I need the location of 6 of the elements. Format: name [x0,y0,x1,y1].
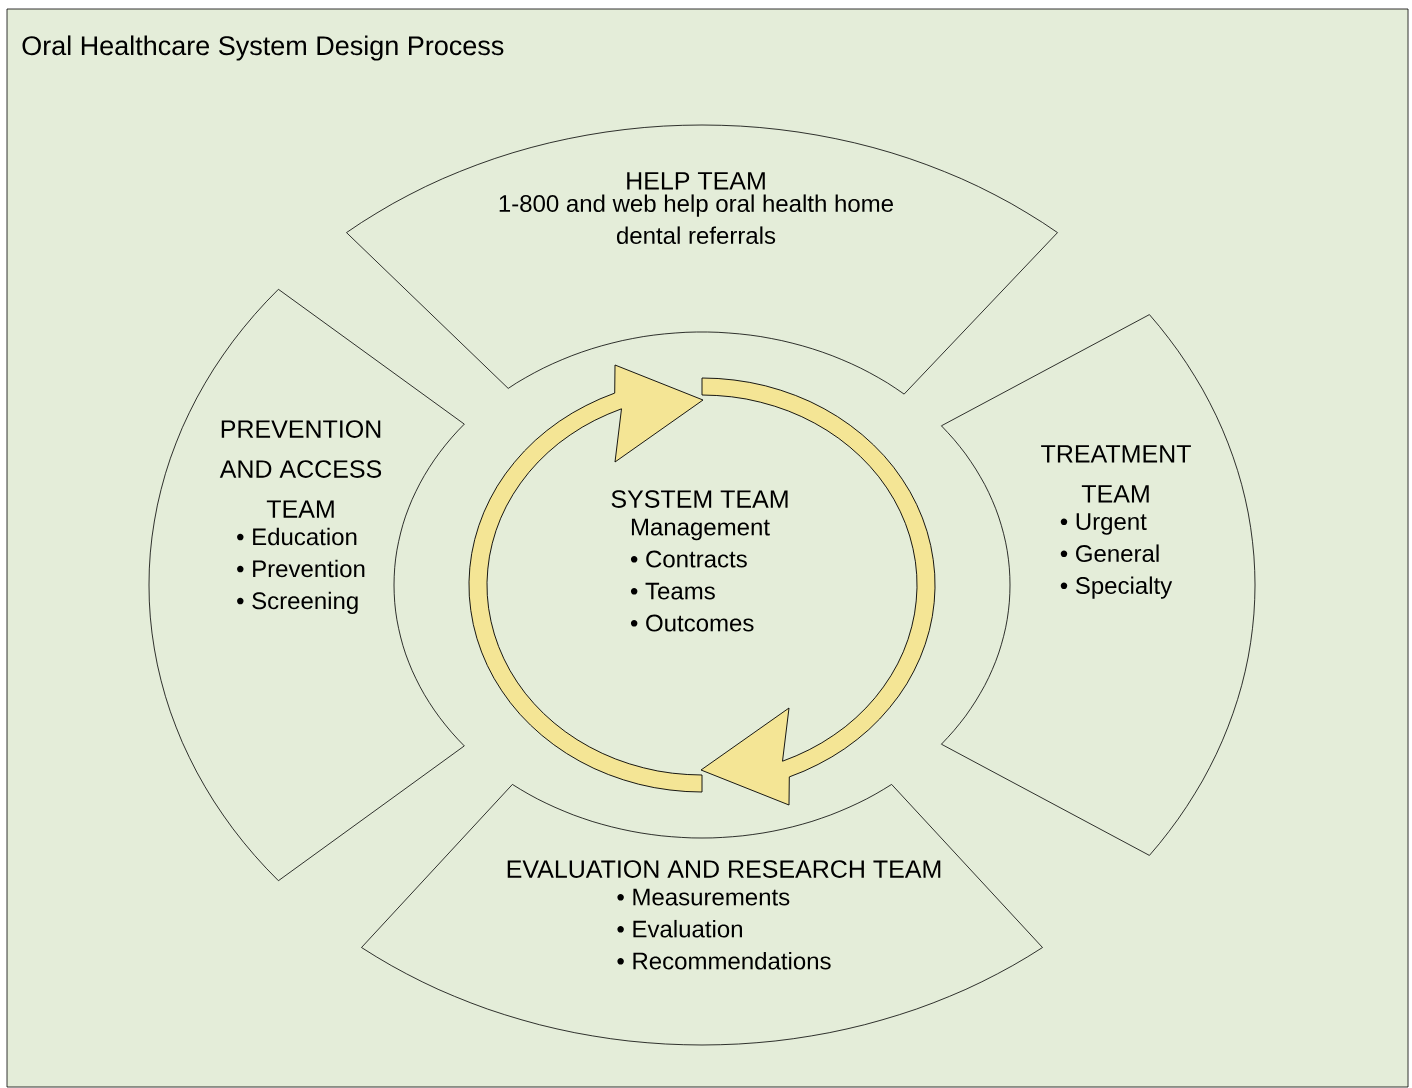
team-sector: PREVENTION AND ACCESS TEAM • Education • Prevention • Screening [148,288,465,882]
team-label: SYSTEM TEAM Management • Contracts • Teams • Outcomes [611,490,788,632]
team-sector: EVALUATION AND RESEARCH TEAM • Measurements • Evaluation • Recommendations [361,784,1043,1046]
team-sector: HELP TEAM 1-800 and web help oral health home dental referrals [346,124,1058,395]
title: Oral Healthcare System Design Process [22,35,504,61]
team-sector: TREATMENT TEAM • Urgent • General • Specialty [941,314,1256,856]
